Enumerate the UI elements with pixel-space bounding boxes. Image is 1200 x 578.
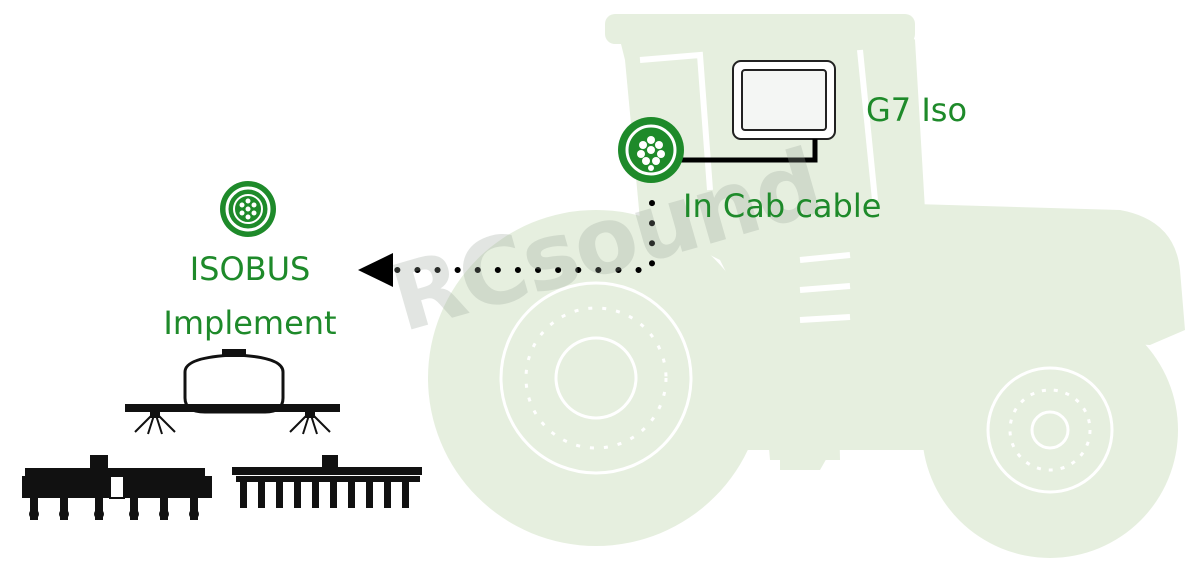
tractor-wheel-details bbox=[499, 281, 1114, 494]
display-terminal-icon bbox=[732, 60, 836, 140]
in-cab-cable-line bbox=[680, 139, 818, 163]
isobus-connector-icon bbox=[220, 181, 276, 237]
implement-label-line1: ISOBUS bbox=[189, 250, 311, 288]
isobus-connector-icon bbox=[618, 117, 684, 183]
display-label: G7 Iso bbox=[866, 91, 968, 129]
tractor-cab-windows bbox=[639, 49, 878, 323]
connection-dotted-line bbox=[392, 200, 655, 273]
sprayer-icon bbox=[125, 349, 340, 435]
cultivator-icon bbox=[232, 455, 422, 508]
implement-label-line2: Implement bbox=[163, 304, 337, 342]
arrow-left-icon bbox=[358, 253, 393, 287]
planter-icon bbox=[22, 455, 212, 520]
cable-label: In Cab cable bbox=[683, 187, 882, 225]
tractor-silhouette bbox=[428, 14, 1185, 558]
